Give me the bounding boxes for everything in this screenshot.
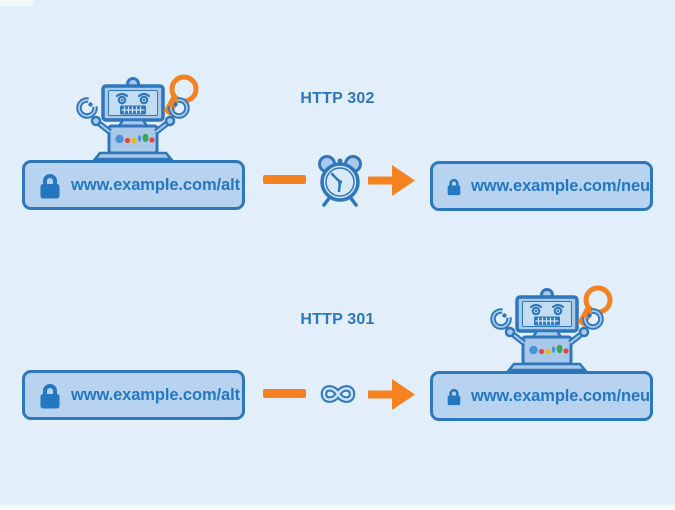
- source-url-bar: www.example.com/alt: [22, 370, 245, 420]
- googlebot-icon: [63, 74, 203, 162]
- googlebot-icon: [477, 285, 617, 373]
- target-url-text: www.example.com/neu: [470, 386, 650, 405]
- alarm-clock-icon: [318, 154, 362, 207]
- bottom-edge: [0, 505, 675, 510]
- connector-dash: [263, 175, 306, 184]
- target-url-bar: www.example.com/neu: [430, 161, 653, 211]
- connector-dash: [263, 389, 306, 398]
- http-301-label: HTTP 301: [300, 311, 375, 328]
- source-url-text: www.example.com/alt: [71, 175, 240, 194]
- lock-icon: [38, 173, 62, 200]
- corner-patch: [0, 0, 34, 6]
- target-url-bar: www.example.com/neu: [430, 371, 653, 421]
- lock-icon: [446, 178, 462, 196]
- arrow-right-icon: [368, 165, 415, 196]
- arrow-right-icon: [368, 379, 415, 410]
- source-url-text: www.example.com/alt: [71, 385, 240, 404]
- target-url-text: www.example.com/neu: [470, 176, 650, 195]
- lock-icon: [38, 383, 62, 410]
- source-url-bar: www.example.com/alt: [22, 160, 245, 210]
- http-302-label: HTTP 302: [300, 90, 375, 107]
- lock-icon: [446, 388, 462, 406]
- infinity-icon: [315, 377, 361, 411]
